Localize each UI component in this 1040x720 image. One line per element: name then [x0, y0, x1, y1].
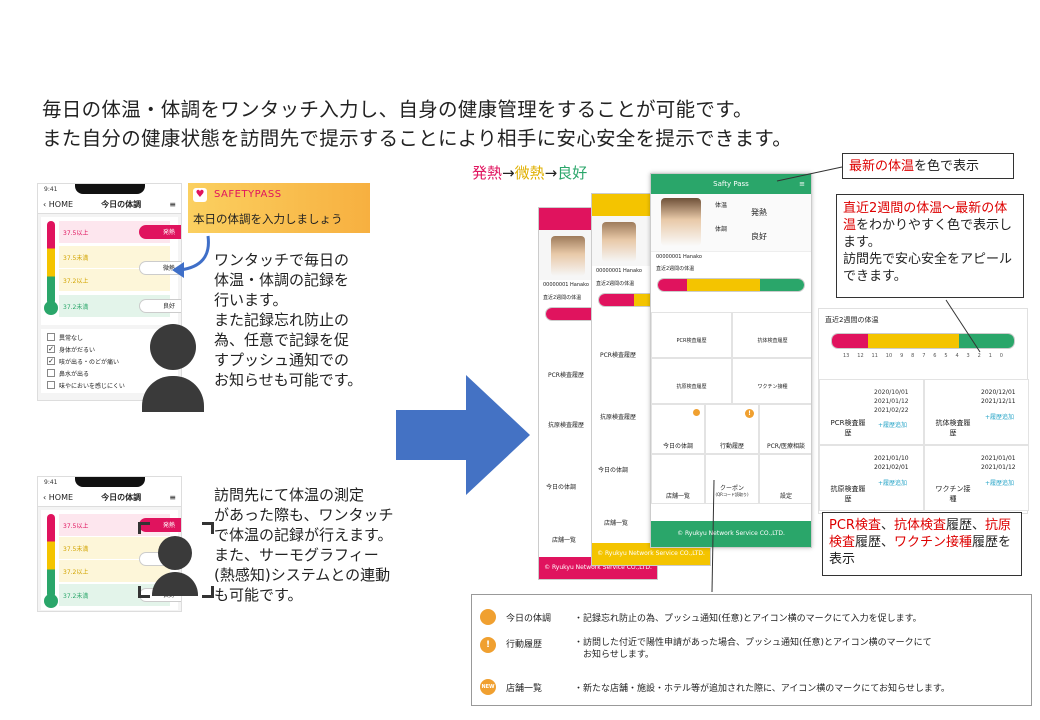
add-history-link[interactable]: +履歴追加: [878, 480, 908, 487]
check-fatigue[interactable]: ✓身体がだるい: [47, 345, 96, 354]
heart-icon: ♥: [193, 188, 207, 202]
callout-pointer: [945, 299, 981, 353]
curved-arrow-icon: [172, 235, 210, 278]
app-footer: © Ryukyu Network Service CO.,LTD.: [651, 521, 811, 547]
legend-row-today: 今日の体調 ・記録忘れ防止の為、プッシュ通知(任意)とアイコン横のマークにて入力…: [480, 609, 922, 625]
nav-bar: ‹ HOME 今日の体調 ≡: [38, 196, 181, 214]
avatar: [551, 236, 585, 276]
thermometer-icon: [47, 221, 55, 305]
callout-latest-temp: 最新の体温を色で表示: [842, 153, 1014, 179]
good-button[interactable]: 良好: [139, 299, 181, 313]
thermography-person-icon: [138, 522, 214, 598]
back-button[interactable]: ‹ HOME: [43, 200, 74, 209]
screen-title: 今日の体調: [101, 200, 142, 209]
screen-title: 今日の体調: [101, 493, 142, 502]
status-time: 9:41: [44, 186, 58, 193]
check-none[interactable]: 異常なし: [41, 331, 178, 343]
big-right-arrow-icon: [396, 375, 530, 495]
behavior-history-tile[interactable]: 行動履歴!: [705, 404, 759, 454]
callout-pointer: [711, 479, 715, 593]
antigen-history-tile[interactable]: 抗原検査履歴: [651, 358, 732, 404]
vaccine-history-tile[interactable]: ワクチン接種: [732, 358, 811, 404]
menu-icon[interactable]: ≡: [169, 200, 176, 209]
status-legend: 発熱→微熱→良好: [472, 164, 588, 182]
add-history-link[interactable]: +履歴追加: [878, 422, 908, 429]
headline-line1: 毎日の体温・体調をワンタッチ入力し、自身の健康管理をすることが可能です。: [42, 98, 753, 121]
check-runny-nose[interactable]: 鼻水が出る: [41, 367, 178, 379]
menu-icon[interactable]: ≡: [169, 493, 176, 502]
condition-status: 良好: [751, 232, 767, 241]
description-one-touch: ワンタッチで毎日の 体温・体調の記録を 行います。 また記録忘れ防止の 為、任意…: [214, 251, 363, 389]
callout-history: PCR検査、抗体検査履歴、抗原検査履歴、ワクチン接種履歴を表示: [822, 512, 1022, 576]
temperature-status: 発熱: [751, 208, 767, 217]
today-condition-tile[interactable]: 今日の体調: [651, 404, 705, 454]
add-history-link[interactable]: +履歴追加: [985, 414, 1015, 421]
callout-recent-temp: 直近2週間の体温～最新の体温をわかりやすく色で表示します。 訪問先で安心安全をア…: [836, 194, 1024, 298]
avatar: [602, 222, 636, 262]
app-header-title: Safty Pass: [713, 180, 749, 188]
phone-today-screen: 9:41 ‹ HOME 今日の体調 ≡ 37.5以上発熱 37.5未満 37.2…: [37, 183, 182, 401]
menu-icon[interactable]: ≡: [799, 180, 805, 188]
pcr-history-tile[interactable]: PCR検査履歴: [651, 312, 732, 358]
fever-button[interactable]: 発熱: [139, 225, 181, 239]
new-badge-icon: NEW: [480, 679, 496, 695]
avatar: [661, 198, 701, 246]
recent-label: 直近2週間の体温: [656, 266, 695, 272]
add-history-link[interactable]: +履歴追加: [985, 480, 1015, 487]
user-id: 00000001 Hanako: [656, 254, 702, 260]
notification-app-name: SAFETYPASS: [214, 189, 282, 200]
push-notification[interactable]: ♥ SAFETYPASS 本日の体調を入力しましょう: [188, 183, 370, 233]
check-cough[interactable]: ✓咳が出る・のどが痛い: [47, 357, 120, 366]
mild-fever-button[interactable]: 微熱: [139, 261, 181, 275]
back-button[interactable]: ‹ HOME: [43, 493, 74, 502]
legend-row-shops: NEW 店舗一覧 ・新たな店舗・施設・ホテル等が追加された際に、アイコン横のマー…: [480, 679, 950, 695]
notification-message: 本日の体調を入力しましょう: [193, 212, 343, 226]
person-icon: [140, 320, 220, 412]
alert-badge-icon: !: [480, 637, 496, 653]
description-thermography: 訪問先にて体温の測定 があった際も、ワンタッチ で体温の記録が行えます。 また、…: [214, 486, 394, 604]
orange-dot-icon: [480, 609, 496, 625]
settings-tile[interactable]: 設定: [759, 454, 811, 504]
thermometer-icon: [47, 514, 55, 598]
check-taste-smell[interactable]: 味やにおいを感じにくい: [41, 379, 178, 391]
app-screen-good: Safty Pass ≡ 体温 発熱 体調 良好 00000001 Hanako…: [650, 173, 812, 548]
recent-temp-scale: [657, 278, 805, 292]
antibody-history-tile[interactable]: 抗体検査履歴: [732, 312, 811, 358]
callout-pointer: [776, 166, 843, 182]
shop-list-tile[interactable]: 店舗一覧: [651, 454, 705, 504]
zoomed-temp-scale: [831, 333, 1015, 349]
legend-row-behavior: ! 行動履歴 ・訪問した付近で陽性申請があった場合、プッシュ通知(任意)とアイコ…: [480, 637, 932, 661]
pcr-consult-tile[interactable]: PCR/医療相談: [759, 404, 811, 454]
notification-legend: 今日の体調 ・記録忘れ防止の為、プッシュ通知(任意)とアイコン横のマークにて入力…: [471, 594, 1032, 706]
headline-line2: また自分の健康状態を訪問先で提示することにより相手に安心安全を提示できます。: [42, 127, 793, 150]
